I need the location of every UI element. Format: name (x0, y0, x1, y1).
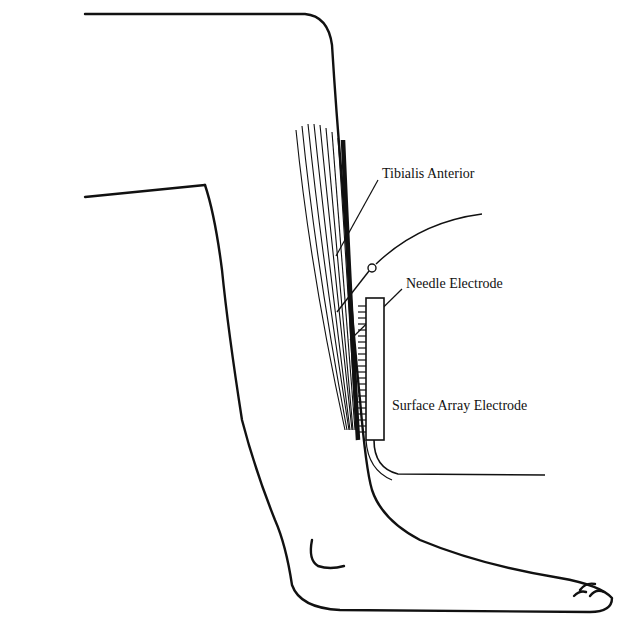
muscle-label: Tibialis Anterior (380, 166, 476, 181)
electrode-label: Surface Array Electrode (390, 398, 529, 413)
electrode-label: Needle Electrode (404, 276, 505, 291)
